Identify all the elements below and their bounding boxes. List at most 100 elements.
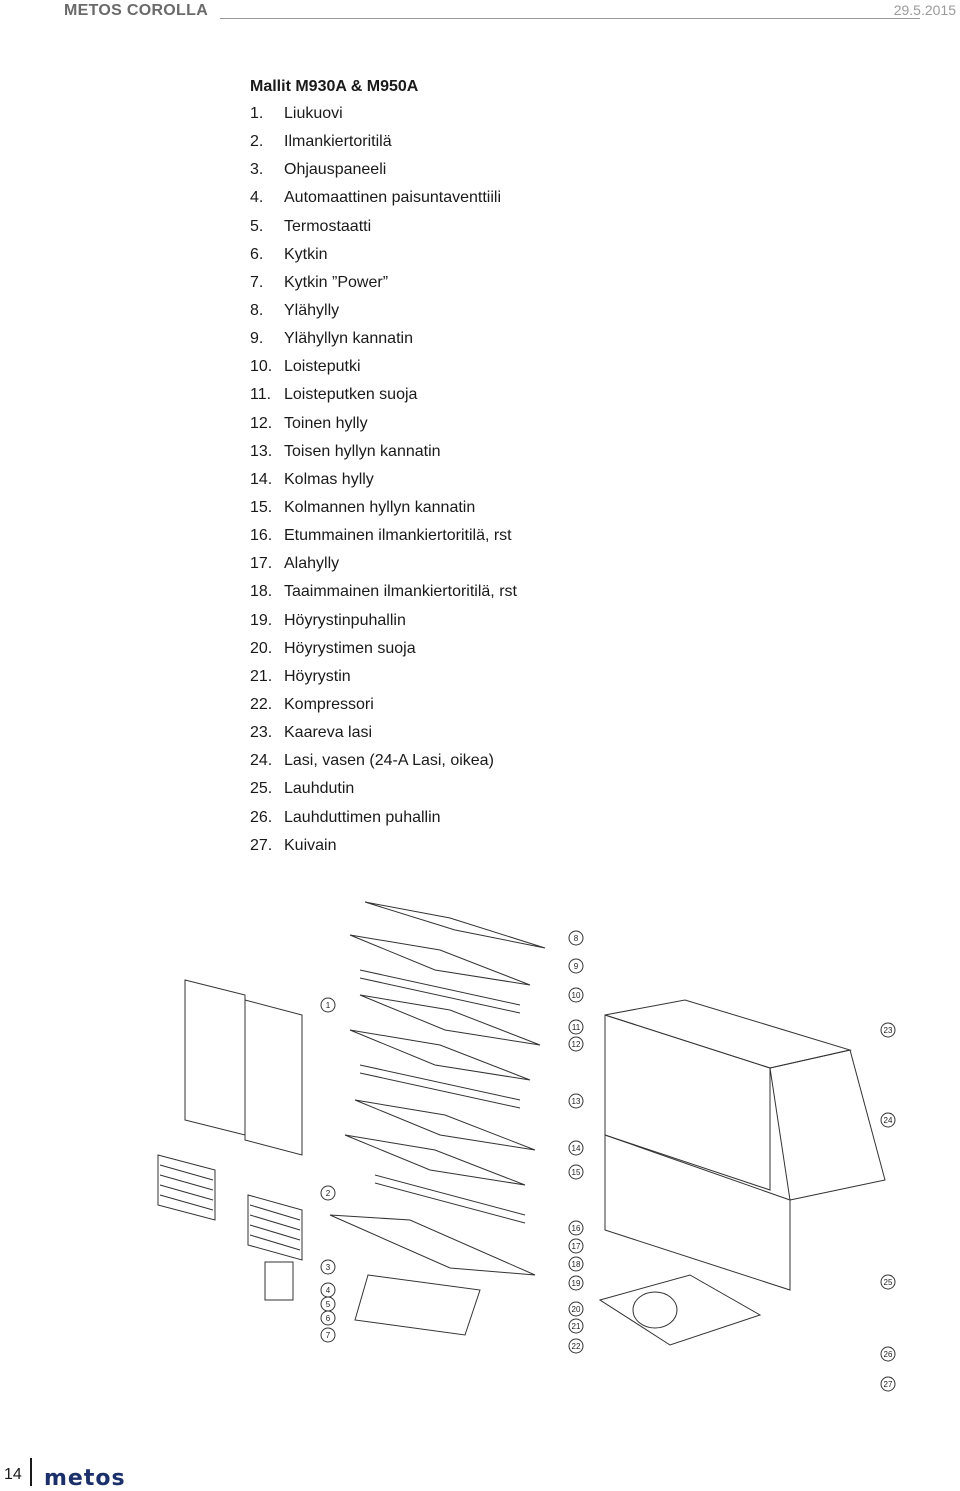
part-number: 15.	[250, 498, 273, 516]
part-item: 15.Kolmannen hyllyn kannatin	[250, 494, 517, 522]
part-item: 19. Höyrystinpuhallin	[250, 607, 517, 635]
shelf-bracket-low	[344, 1134, 526, 1186]
callout-3: 3	[320, 1259, 336, 1275]
part-label: Höyrystinpuhallin	[284, 611, 406, 629]
callout-circle	[320, 1327, 336, 1343]
callout-circle	[320, 1310, 336, 1326]
callout-9: 9	[568, 958, 584, 974]
part-item: 18. Taaimmainen ilmankiertoritilä, rst	[250, 578, 517, 606]
callout-circle	[880, 1346, 896, 1362]
callout-number: 7	[326, 1331, 331, 1340]
part-number: 11.	[250, 386, 272, 404]
callout-21: 21	[568, 1318, 584, 1334]
cabinet-base	[604, 1134, 791, 1291]
callout-circle	[320, 997, 336, 1013]
footer-divider	[30, 1458, 32, 1486]
part-item: 4.Automaattinen paisuntaventtiili	[250, 184, 517, 212]
part-label: Liukuovi	[284, 105, 343, 122]
door-right	[244, 999, 303, 1156]
evaporator	[354, 1274, 481, 1336]
callout-number: 4	[326, 1286, 331, 1295]
part-item: 17.Alahylly	[250, 550, 517, 578]
callout-2: 2	[320, 1185, 336, 1201]
part-label: Kytkin ”Power”	[284, 273, 389, 291]
callout-number: 23	[884, 1026, 893, 1035]
part-item: 14.Kolmas hylly	[250, 466, 517, 494]
callout-number: 16	[572, 1224, 581, 1233]
part-number: 19.	[250, 611, 273, 629]
callout-20: 20	[568, 1301, 584, 1317]
part-item: 6.Kytkin	[250, 241, 517, 269]
part-item: 21.Höyrystin	[250, 663, 517, 691]
callout-number: 17	[572, 1242, 581, 1251]
part-number: 18.	[250, 583, 273, 601]
callout-number: 21	[572, 1322, 581, 1331]
callout-1: 1	[320, 997, 336, 1013]
shelf-bracket-top	[349, 934, 531, 986]
part-label: Etummainen ilmankiertoritilä, rst	[284, 527, 512, 545]
callout-number: 19	[572, 1279, 581, 1288]
part-label: Höyrystimen suoja	[284, 639, 416, 657]
callout-number: 22	[572, 1342, 581, 1351]
callout-4: 4	[320, 1282, 336, 1298]
top-shelf	[364, 901, 546, 949]
page-number: 14	[4, 1466, 22, 1483]
part-label: Termostaatti	[284, 217, 372, 235]
third-shelf	[354, 1099, 536, 1151]
part-item: 10.Loisteputki	[250, 353, 517, 381]
part-label: Ohjauspaneeli	[284, 161, 387, 179]
callout-circle	[880, 1274, 896, 1290]
part-item: 25.Lauhdutin	[250, 775, 517, 803]
callout-number: 5	[326, 1300, 331, 1309]
callout-circle	[880, 1022, 896, 1038]
part-label: Automaattinen paisuntaventtiili	[284, 189, 502, 207]
diagram-drawing	[157, 901, 886, 1346]
part-number: 1.	[250, 105, 264, 122]
callout-circle	[568, 1019, 584, 1035]
part-number: 25.	[250, 780, 273, 798]
part-label: Ilmankiertoritilä	[284, 133, 392, 151]
callout-circle	[568, 1256, 584, 1272]
part-number: 17.	[250, 555, 273, 573]
callout-13: 13	[568, 1093, 584, 1109]
part-label: Toisen hyllyn kannatin	[284, 442, 441, 460]
callout-6: 6	[320, 1310, 336, 1326]
callout-number: 20	[572, 1305, 581, 1314]
part-number: 26.	[250, 808, 273, 826]
header-rule	[220, 18, 920, 19]
callout-circle	[568, 1275, 584, 1291]
part-number: 10.	[250, 358, 273, 376]
callout-circle	[320, 1259, 336, 1275]
callout-number: 3	[326, 1263, 331, 1272]
callout-number: 14	[572, 1144, 581, 1153]
callout-14: 14	[568, 1140, 584, 1156]
page-header: METOS COROLLA 29.5.2015	[62, 0, 960, 30]
callout-circle	[568, 1093, 584, 1109]
shelf-bracket-mid	[349, 1029, 531, 1081]
part-label: Kuivain	[284, 836, 337, 854]
part-item: 12.Toinen hylly	[250, 410, 517, 438]
curved-glass	[769, 1049, 886, 1201]
header-brand: METOS COROLLA	[64, 2, 209, 19]
part-number: 6.	[250, 245, 264, 263]
callout-number: 12	[572, 1040, 581, 1049]
callout-25: 25	[880, 1274, 896, 1290]
part-item: 7. Kytkin ”Power”	[250, 269, 517, 297]
part-number: 24.	[250, 752, 273, 770]
callout-circle	[568, 1140, 584, 1156]
part-item: 13.Toisen hyllyn kannatin	[250, 438, 517, 466]
part-label: Kolmas hylly	[284, 470, 374, 488]
callout-10: 10	[568, 987, 584, 1003]
callout-circle	[568, 1338, 584, 1354]
callout-circle	[568, 1164, 584, 1180]
callout-number: 27	[884, 1380, 893, 1389]
part-label: Taaimmainen ilmankiertoritilä, rst	[284, 583, 517, 601]
bottom-shelf	[329, 1214, 536, 1276]
header-date: 29.5.2015	[893, 2, 956, 18]
part-label: Lauhduttimen puhallin	[284, 808, 441, 826]
part-number: 7.	[250, 273, 264, 291]
part-number: 3.	[250, 161, 264, 179]
callout-15: 15	[568, 1164, 584, 1180]
callout-circle	[568, 1036, 584, 1052]
part-number: 8.	[250, 301, 264, 319]
